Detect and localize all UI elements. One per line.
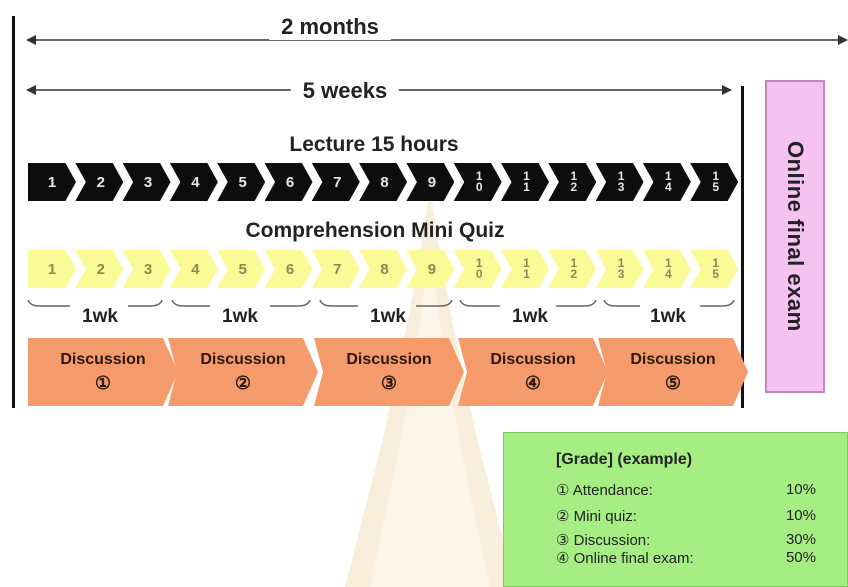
grade-row-attendance: ① Attendance: 10% (556, 481, 816, 501)
week-label-1: 1wk (82, 306, 118, 327)
timeline-start-line (12, 16, 15, 408)
lecture-title: Lecture 15 hours (289, 133, 459, 156)
week-label-4: 1wk (512, 306, 548, 327)
two-months-label: 2 months (269, 14, 391, 40)
discussion-block-3: Discussion ③ (314, 338, 464, 406)
discussion-label: Discussion (200, 350, 286, 368)
discussion-label: Discussion (60, 350, 146, 368)
chevron-digit: 5 (712, 267, 720, 281)
chevron-digit: 1 (523, 180, 530, 194)
online-final-exam-label: Online final exam (783, 141, 808, 332)
chevron-digit: 2 (570, 180, 578, 194)
chevron-digit: 1 (523, 256, 530, 270)
discussion-block-5: Discussion ⑤ (598, 338, 748, 406)
discussion-number: ④ (524, 372, 542, 393)
chevron-digit: 1 (475, 169, 483, 183)
quiz-chevron-1: 1 (28, 250, 76, 288)
lecture-chevron-3: 3 (122, 163, 171, 201)
discussion-block-1: Discussion ① (28, 338, 178, 406)
grade-value: 10% (785, 481, 816, 498)
grade-label: ③ Discussion: (556, 532, 651, 549)
discussion-number: ① (94, 372, 112, 393)
lecture-chevron-2: 2 (75, 163, 124, 201)
discussion-number: ⑤ (664, 372, 682, 393)
two-months-arrow (26, 35, 848, 45)
week-label-5: 1wk (650, 306, 686, 327)
chevron-digit: 1 (570, 256, 578, 270)
lecture-chevron-1: 1 (28, 163, 76, 201)
chevron-digit: 1 (570, 169, 578, 183)
five-weeks-label: 5 weeks (290, 78, 400, 104)
grade-row-mini-quiz: ② Mini quiz: 10% (556, 507, 816, 527)
quiz-chevron-2: 2 (75, 250, 124, 288)
online-final-exam-box: Online final exam (765, 80, 825, 393)
week-brackets (27, 299, 735, 307)
chevron-digit: 4 (665, 180, 672, 194)
quiz-chevron-5: 5 (217, 250, 266, 288)
chevron-digit: 3 (617, 180, 625, 194)
grade-title: [Grade] (example) (556, 451, 693, 468)
chevron-digit: 1 (617, 169, 625, 183)
exam-divider-line (741, 86, 744, 408)
quiz-chevron-3: 3 (122, 250, 171, 288)
chevron-digit: 1 (475, 256, 483, 270)
grade-value: 50% (785, 549, 816, 566)
discussion-number: ② (234, 372, 252, 393)
lecture-chevron-4: 4 (169, 163, 218, 201)
chevron-digit: 1 (665, 256, 672, 270)
chevron-digit: 0 (475, 267, 483, 281)
grade-value: 10% (785, 507, 816, 524)
chevron-digit: 1 (617, 256, 625, 270)
chevron-digit: 0 (475, 180, 483, 194)
grade-row-online-final-exam: ④ Online final exam: 50% (556, 549, 816, 569)
discussion-number: ③ (380, 372, 398, 393)
chevron-digit: 1 (712, 169, 720, 183)
week-label-3: 1wk (370, 306, 406, 327)
chevron-digit: 1 (665, 169, 672, 183)
discussion-label: Discussion (490, 350, 576, 368)
chevron-digit: 3 (617, 267, 625, 281)
grade-label: ② Mini quiz: (556, 508, 637, 525)
lecture-chevron-5: 5 (217, 163, 266, 201)
discussion-label: Discussion (630, 350, 716, 368)
quiz-chevron-4: 4 (169, 250, 218, 288)
quiz-title: Comprehension Mini Quiz (245, 219, 505, 242)
discussion-block-4: Discussion ④ (458, 338, 608, 406)
chevron-digit: 2 (570, 267, 578, 281)
discussion-label: Discussion (346, 350, 432, 368)
week-label-2: 1wk (222, 306, 258, 327)
chevron-digit: 1 (523, 169, 530, 183)
grade-label: ④ Online final exam: (556, 550, 694, 567)
chevron-digit: 1 (712, 256, 720, 270)
grade-row-discussion: ③ Discussion: 30% (556, 531, 816, 551)
chevron-digit: 1 (523, 267, 530, 281)
grade-example-box: [Grade] (example) ① Attendance: 10% ② Mi… (503, 432, 848, 587)
discussion-block-2: Discussion ② (168, 338, 318, 406)
chevron-digit: 5 (712, 180, 720, 194)
chevron-digit: 4 (665, 267, 672, 281)
grade-value: 30% (785, 531, 816, 548)
grade-label: ① Attendance: (556, 482, 653, 499)
